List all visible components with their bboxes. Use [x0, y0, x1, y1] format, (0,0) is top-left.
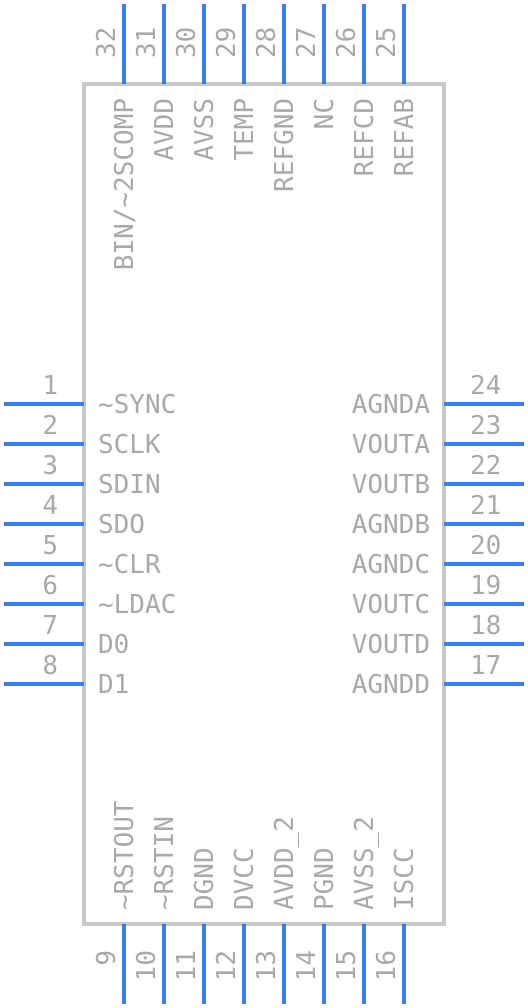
pin-14-number: 14: [292, 950, 322, 981]
pin-31-name: AVDD: [150, 98, 180, 161]
pin-26-name: REFCD: [350, 98, 380, 176]
pin-5-name: ~CLR: [98, 550, 161, 580]
pin-10-name: ~RSTIN: [150, 816, 180, 910]
pin-23-name: VOUTA: [352, 430, 431, 460]
pin-2-name: SCLK: [98, 430, 161, 460]
pin-28-number: 28: [252, 27, 282, 58]
bottom-pin-group: 9 ~RSTOUT 10 ~RSTIN 11 DGND 12 DVCC 13 AVDD_2 14 PG…: [92, 800, 420, 1004]
pin-7-name: D0: [98, 630, 129, 660]
pin-29-number: 29: [212, 27, 242, 58]
pin-10-number: 10: [132, 950, 162, 981]
pin-22-number: 22: [470, 451, 501, 481]
ic-body: [82, 82, 446, 926]
pin-14-name: PGND: [310, 847, 340, 910]
pin-12-name: DVCC: [230, 847, 260, 910]
pin-26-number: 26: [332, 27, 362, 58]
pin-21-number: 21: [470, 491, 501, 521]
pin-13-number: 13: [252, 950, 282, 981]
pin-21-name: AGNDB: [352, 510, 430, 540]
pin-18-number: 18: [470, 611, 501, 641]
pin-3-name: SDIN: [98, 470, 161, 500]
pin-5-number: 5: [42, 531, 58, 561]
pin-23-number: 23: [470, 411, 501, 441]
pin-17-number: 17: [470, 651, 501, 681]
pin-1-number: 1: [42, 371, 58, 401]
pin-6-number: 6: [42, 571, 58, 601]
pin-15-number: 15: [332, 950, 362, 981]
pin-11-number: 11: [172, 950, 202, 981]
pin-30-number: 30: [172, 27, 202, 58]
pin-16-number: 16: [372, 950, 402, 981]
pin-27-name: NC: [310, 98, 340, 129]
pin-16-name: ISCC: [390, 847, 420, 910]
pin-18-name: VOUTD: [352, 630, 430, 660]
pin-20-number: 20: [470, 531, 501, 561]
pin-32-number: 32: [92, 27, 122, 58]
pin-17-name: AGNDD: [352, 670, 430, 700]
pin-12-number: 12: [212, 950, 242, 981]
pin-20-name: AGNDC: [352, 550, 430, 580]
pin-32-name: BIN/~2SCOMP: [110, 98, 140, 270]
pin-19-name: VOUTC: [352, 590, 430, 620]
pin-24-name: AGNDA: [352, 390, 431, 420]
pin-29-name: TEMP: [230, 98, 260, 161]
pin-9-number: 9: [92, 950, 122, 966]
pin-27-number: 27: [292, 27, 322, 58]
pin-7-number: 7: [42, 611, 58, 641]
pin-8-name: D1: [98, 670, 129, 700]
pin-8-number: 8: [42, 651, 58, 681]
pin-25-name: REFAB: [390, 98, 420, 176]
pin-3-number: 3: [42, 451, 58, 481]
pin-4-name: SDO: [98, 510, 145, 540]
pin-25-number: 25: [372, 27, 402, 58]
pin-13-name: AVDD_2: [270, 816, 300, 910]
pin-15-name: AVSS_2: [350, 816, 380, 910]
pin-2-number: 2: [42, 411, 58, 441]
pin-4-number: 4: [42, 491, 58, 521]
pin-24-number: 24: [470, 371, 501, 401]
pin-31-number: 31: [132, 27, 162, 58]
pin-11-name: DGND: [190, 847, 220, 910]
pin-1-name: ~SYNC: [98, 390, 176, 420]
pin-28-name: REFGND: [270, 98, 300, 192]
pin-19-number: 19: [470, 571, 501, 601]
pin-6-name: ~LDAC: [98, 590, 176, 620]
pin-30-name: AVSS: [190, 98, 220, 161]
pin-22-name: VOUTB: [352, 470, 430, 500]
pin-9-name: ~RSTOUT: [110, 800, 140, 910]
